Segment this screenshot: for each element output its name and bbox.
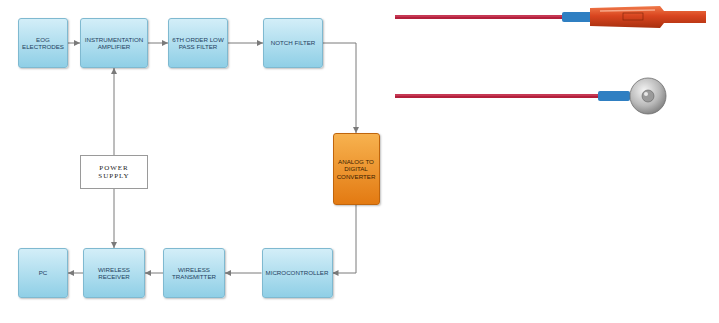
arrow-connector [225,273,262,274]
electrode-cable [395,78,666,114]
process-box: MICROCONTROLLER [262,248,333,298]
box-label: INSTRUMENTATION AMPLIFIER [84,36,144,51]
process-box: PC [18,248,68,298]
box-label: ANALOG TO DIGITAL CONVERTER [337,158,376,180]
arrow-connector [323,43,356,133]
process-box: NOTCH FILTER [263,18,323,68]
process-box: WIRELESS RECEIVER [83,248,145,298]
box-label: NOTCH FILTER [271,39,316,46]
arrow-connector [333,205,357,273]
arrow-connector [68,43,80,44]
box-label: POWER SUPPLY [84,164,144,181]
box-label: MICROCONTROLLER [266,269,329,276]
arrow-connector [145,273,163,274]
arrow-connector [114,68,115,155]
process-box: INSTRUMENTATION AMPLIFIER [80,18,148,68]
arrow-connector [68,273,83,274]
box-label: 6TH ORDER LOW PASS FILTER [172,36,224,51]
box-label: PC [39,269,48,276]
box-label: WIRELESS TRANSMITTER [167,266,221,281]
box-label: EOG ELECTRODES [22,36,64,51]
process-box: EOG ELECTRODES [18,18,68,68]
arrow-connector [228,43,263,44]
arrow-connector [114,189,115,248]
power-supply-box: POWER SUPPLY [80,155,148,189]
converter-box: ANALOG TO DIGITAL CONVERTER [333,133,380,205]
arrow-connector [148,43,168,44]
connector-cable [395,6,706,28]
process-box: 6TH ORDER LOW PASS FILTER [168,18,228,68]
process-box: WIRELESS TRANSMITTER [163,248,225,298]
box-label: WIRELESS RECEIVER [87,266,141,281]
